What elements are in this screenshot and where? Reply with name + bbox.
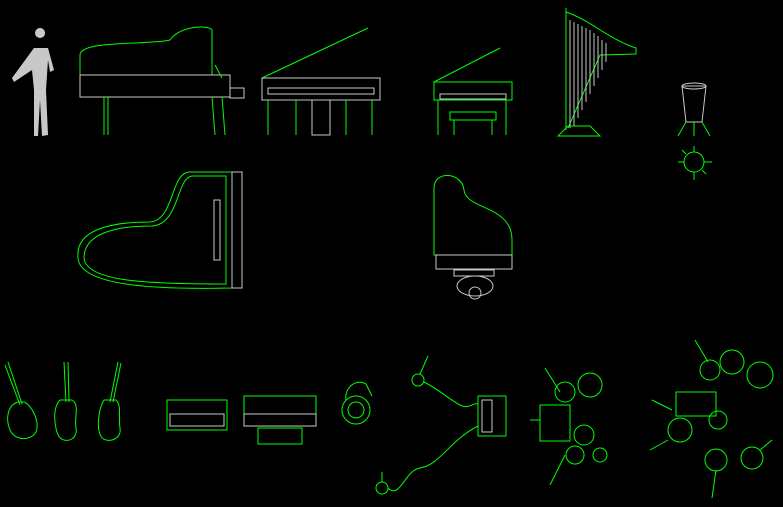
harp [556,8,637,137]
french-horn [341,381,373,425]
conga-drum [677,82,712,180]
human-figure [12,28,54,137]
drum-kit-large [649,339,774,499]
drum-kit-small [530,367,608,486]
keyboards [166,395,317,445]
grand-piano-side-view [79,26,245,136]
grand-piano-front-view [261,27,381,136]
microphones-and-amp [375,355,507,495]
piano-top-view-with-pianist [433,175,513,300]
grand-piano-top-view [77,171,243,289]
electric-guitars [4,361,122,441]
baby-grand-piano-front-view [433,47,513,135]
